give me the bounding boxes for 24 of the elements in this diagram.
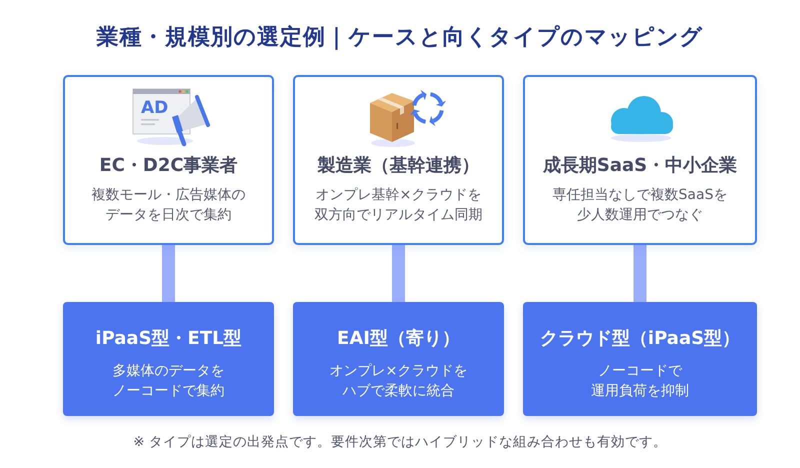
case-title: EC・D2C事業者 [99, 154, 238, 178]
type-description: ノーコードで運用負荷を抑制 [591, 362, 689, 401]
case-card [63, 75, 274, 245]
connector-bar [162, 245, 175, 302]
type-title: iPaaS型・ETL型 [95, 327, 242, 351]
type-card [523, 302, 757, 416]
type-card [293, 302, 504, 416]
case-description: オンプレ基幹×クラウドを双方向でリアルタイム同期 [314, 186, 482, 225]
connector-bar [634, 245, 646, 302]
case-description: 複数モール・広告媒体のデータを日次で集約 [92, 186, 246, 225]
case-title: 製造業（基幹連携） [318, 154, 480, 178]
type-description: 多媒体のデータをノーコードで集約 [112, 362, 224, 401]
type-description: オンプレ×クラウドをハブで柔軟に統合 [330, 362, 468, 401]
footnote: ※ タイプは選定の出発点です。要件次第ではハイブリッドな組み合わせも有効です。 [133, 433, 667, 452]
case-card [523, 75, 757, 245]
type-title: クラウド型（iPaaS型） [540, 327, 740, 351]
connector-bar [392, 245, 405, 302]
case-description: 専任担当なしで複数SaaSを少人数運用でつなぐ [552, 186, 728, 225]
case-title: 成長期SaaS・中小企業 [542, 154, 738, 178]
case-card [293, 75, 504, 245]
ad-banner-text: AD [141, 98, 168, 118]
type-card [63, 302, 274, 416]
diagram-title: 業種・規模別の選定例｜ケースと向くタイプのマッピング [96, 24, 704, 52]
type-title: EAI型（寄り） [337, 327, 460, 351]
